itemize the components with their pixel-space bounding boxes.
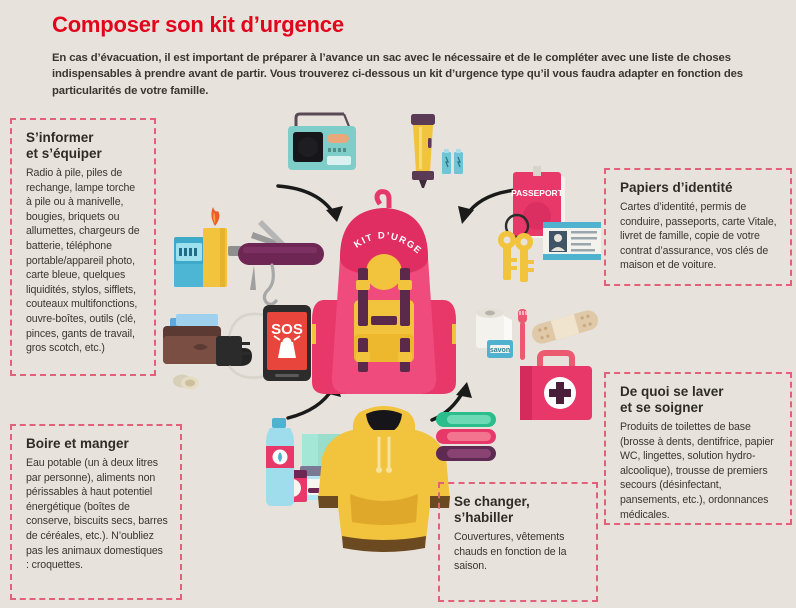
callout-se-changer-s-habiller: Se changer, s’habiller Couvertures, vête… bbox=[438, 482, 598, 602]
batteries-icon bbox=[442, 149, 463, 174]
canned-food-icon bbox=[277, 434, 352, 502]
whistle-icon bbox=[203, 325, 252, 366]
wallet-icon bbox=[163, 314, 221, 364]
hoodie-icon bbox=[318, 406, 450, 552]
callout-boire-et-manger: Boire et manger Eau potable (un à deux l… bbox=[10, 424, 182, 600]
toilet-paper-icon bbox=[476, 308, 512, 350]
smartphone-sos-icon: SOS bbox=[263, 305, 311, 381]
callout-title: Boire et manger bbox=[26, 436, 129, 451]
page-title: Composer son kit d’urgence bbox=[52, 12, 344, 37]
charger-icon bbox=[216, 312, 287, 379]
flashlight-icon bbox=[411, 114, 435, 188]
arrow-head-bottom-left bbox=[325, 380, 341, 397]
arrow-bottom-right-icon bbox=[430, 388, 466, 422]
passport-icon: PASSEPORT bbox=[511, 166, 565, 238]
callout-body: Produits de toilettes de base (brosse à … bbox=[620, 421, 774, 521]
arrow-head-top-right bbox=[458, 206, 474, 224]
callout-title: Se changer, s’habiller bbox=[454, 494, 530, 525]
toothbrush-icon bbox=[518, 309, 527, 360]
callout-title: S’informer et s’équiper bbox=[26, 130, 102, 161]
callout-body: Eau potable (un à deux litres par person… bbox=[26, 457, 168, 572]
callout-body: Radio à pile, piles de rechange, lampe t… bbox=[26, 167, 140, 355]
callout-de-quoi-se-laver-et-se-soigner: De quoi se laver et se soigner Produits … bbox=[604, 372, 792, 525]
phone-sos-label: SOS bbox=[271, 321, 303, 338]
id-card-icon bbox=[543, 222, 601, 260]
soap-label: savon bbox=[490, 347, 510, 354]
arrow-bottom-left-icon bbox=[286, 386, 335, 420]
callout-title: Papiers d’identité bbox=[620, 180, 733, 195]
arrow-head-bottom-right bbox=[456, 382, 472, 398]
arrow-top-right-icon bbox=[464, 188, 518, 218]
bandage-icon bbox=[531, 310, 599, 344]
callout-body: Couvertures, vêtements chauds en fonctio… bbox=[454, 531, 567, 573]
callout-body: Cartes d’identité, permis de conduire, p… bbox=[620, 201, 777, 272]
arrow-head-top-left bbox=[326, 206, 343, 222]
folded-blankets-icon bbox=[436, 412, 496, 461]
first-aid-kit-icon bbox=[520, 350, 592, 420]
coins-icon bbox=[173, 374, 199, 390]
keys-icon bbox=[498, 213, 534, 282]
passport-label: PASSEPORT bbox=[511, 188, 564, 198]
radio-icon bbox=[288, 112, 356, 170]
callout-s-informer-et-s-equiper: S’informer et s’équiper Radio à pile, pi… bbox=[10, 118, 156, 376]
candle-icon bbox=[203, 207, 227, 287]
callout-papiers-d-identite: Papiers d’identité Cartes d’identité, pe… bbox=[604, 168, 792, 286]
soap-icon: savon bbox=[487, 340, 513, 358]
water-bottle-icon bbox=[266, 418, 294, 506]
callout-title: De quoi se laver et se soigner bbox=[620, 384, 724, 415]
matches-icon bbox=[174, 237, 204, 287]
intro-paragraph: En cas d’évacuation, il est important de… bbox=[52, 52, 743, 97]
arrow-top-left-icon bbox=[276, 184, 336, 216]
swiss-knife-icon bbox=[228, 220, 324, 306]
